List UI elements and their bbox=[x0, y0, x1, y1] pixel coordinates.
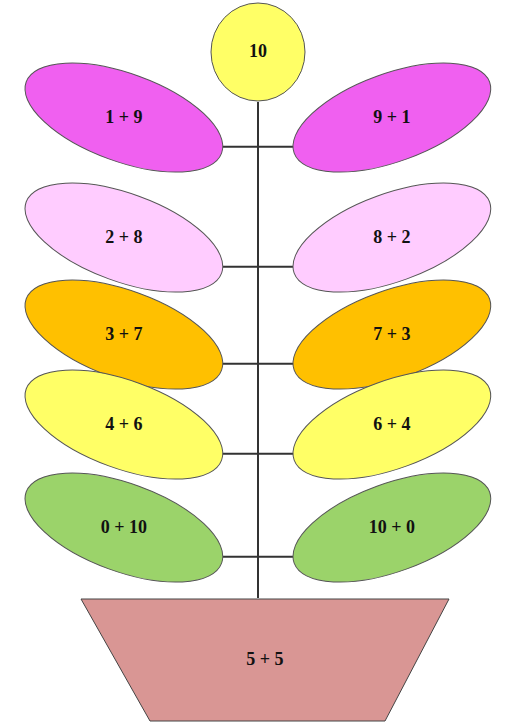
sum-text: 2 + 8 bbox=[105, 228, 142, 248]
petal-shape bbox=[11, 451, 237, 605]
sum-text: 1 + 9 bbox=[105, 108, 142, 128]
petal-left: 1 + 9 bbox=[24, 62, 224, 173]
sum-text: 5 + 5 bbox=[246, 650, 283, 670]
sum-text: 6 + 4 bbox=[373, 415, 410, 435]
flower-pot: 5 + 5 bbox=[80, 598, 450, 722]
sum-text: 8 + 2 bbox=[373, 228, 410, 248]
sum-text: 10 + 0 bbox=[369, 518, 415, 538]
petal-left: 4 + 6 bbox=[24, 369, 224, 480]
center-circle: 10 bbox=[210, 2, 306, 102]
flower-stem bbox=[257, 102, 259, 598]
petal-right: 6 + 4 bbox=[292, 369, 492, 480]
petal-stalk bbox=[223, 453, 293, 455]
sum-text: 7 + 3 bbox=[373, 325, 410, 345]
petal-right: 10 + 0 bbox=[292, 472, 492, 583]
petal-shape bbox=[11, 41, 237, 195]
petal-stalk bbox=[223, 363, 293, 365]
petal-right: 8 + 2 bbox=[292, 182, 492, 293]
petal-right: 9 + 1 bbox=[292, 62, 492, 173]
petal-stalk bbox=[223, 556, 293, 558]
sum-text: 0 + 10 bbox=[101, 518, 147, 538]
sum-text: 10 bbox=[249, 42, 267, 62]
sum-text: 3 + 7 bbox=[105, 325, 142, 345]
petal-shape bbox=[279, 41, 505, 195]
petal-left: 0 + 10 bbox=[24, 472, 224, 583]
circle-shape bbox=[211, 3, 305, 101]
petal-stalk bbox=[223, 146, 293, 148]
petal-shape bbox=[279, 451, 505, 605]
sum-text: 9 + 1 bbox=[373, 108, 410, 128]
sum-text: 4 + 6 bbox=[105, 415, 142, 435]
petal-stalk bbox=[223, 266, 293, 268]
pot-shape bbox=[81, 599, 449, 721]
petal-left: 2 + 8 bbox=[24, 182, 224, 293]
